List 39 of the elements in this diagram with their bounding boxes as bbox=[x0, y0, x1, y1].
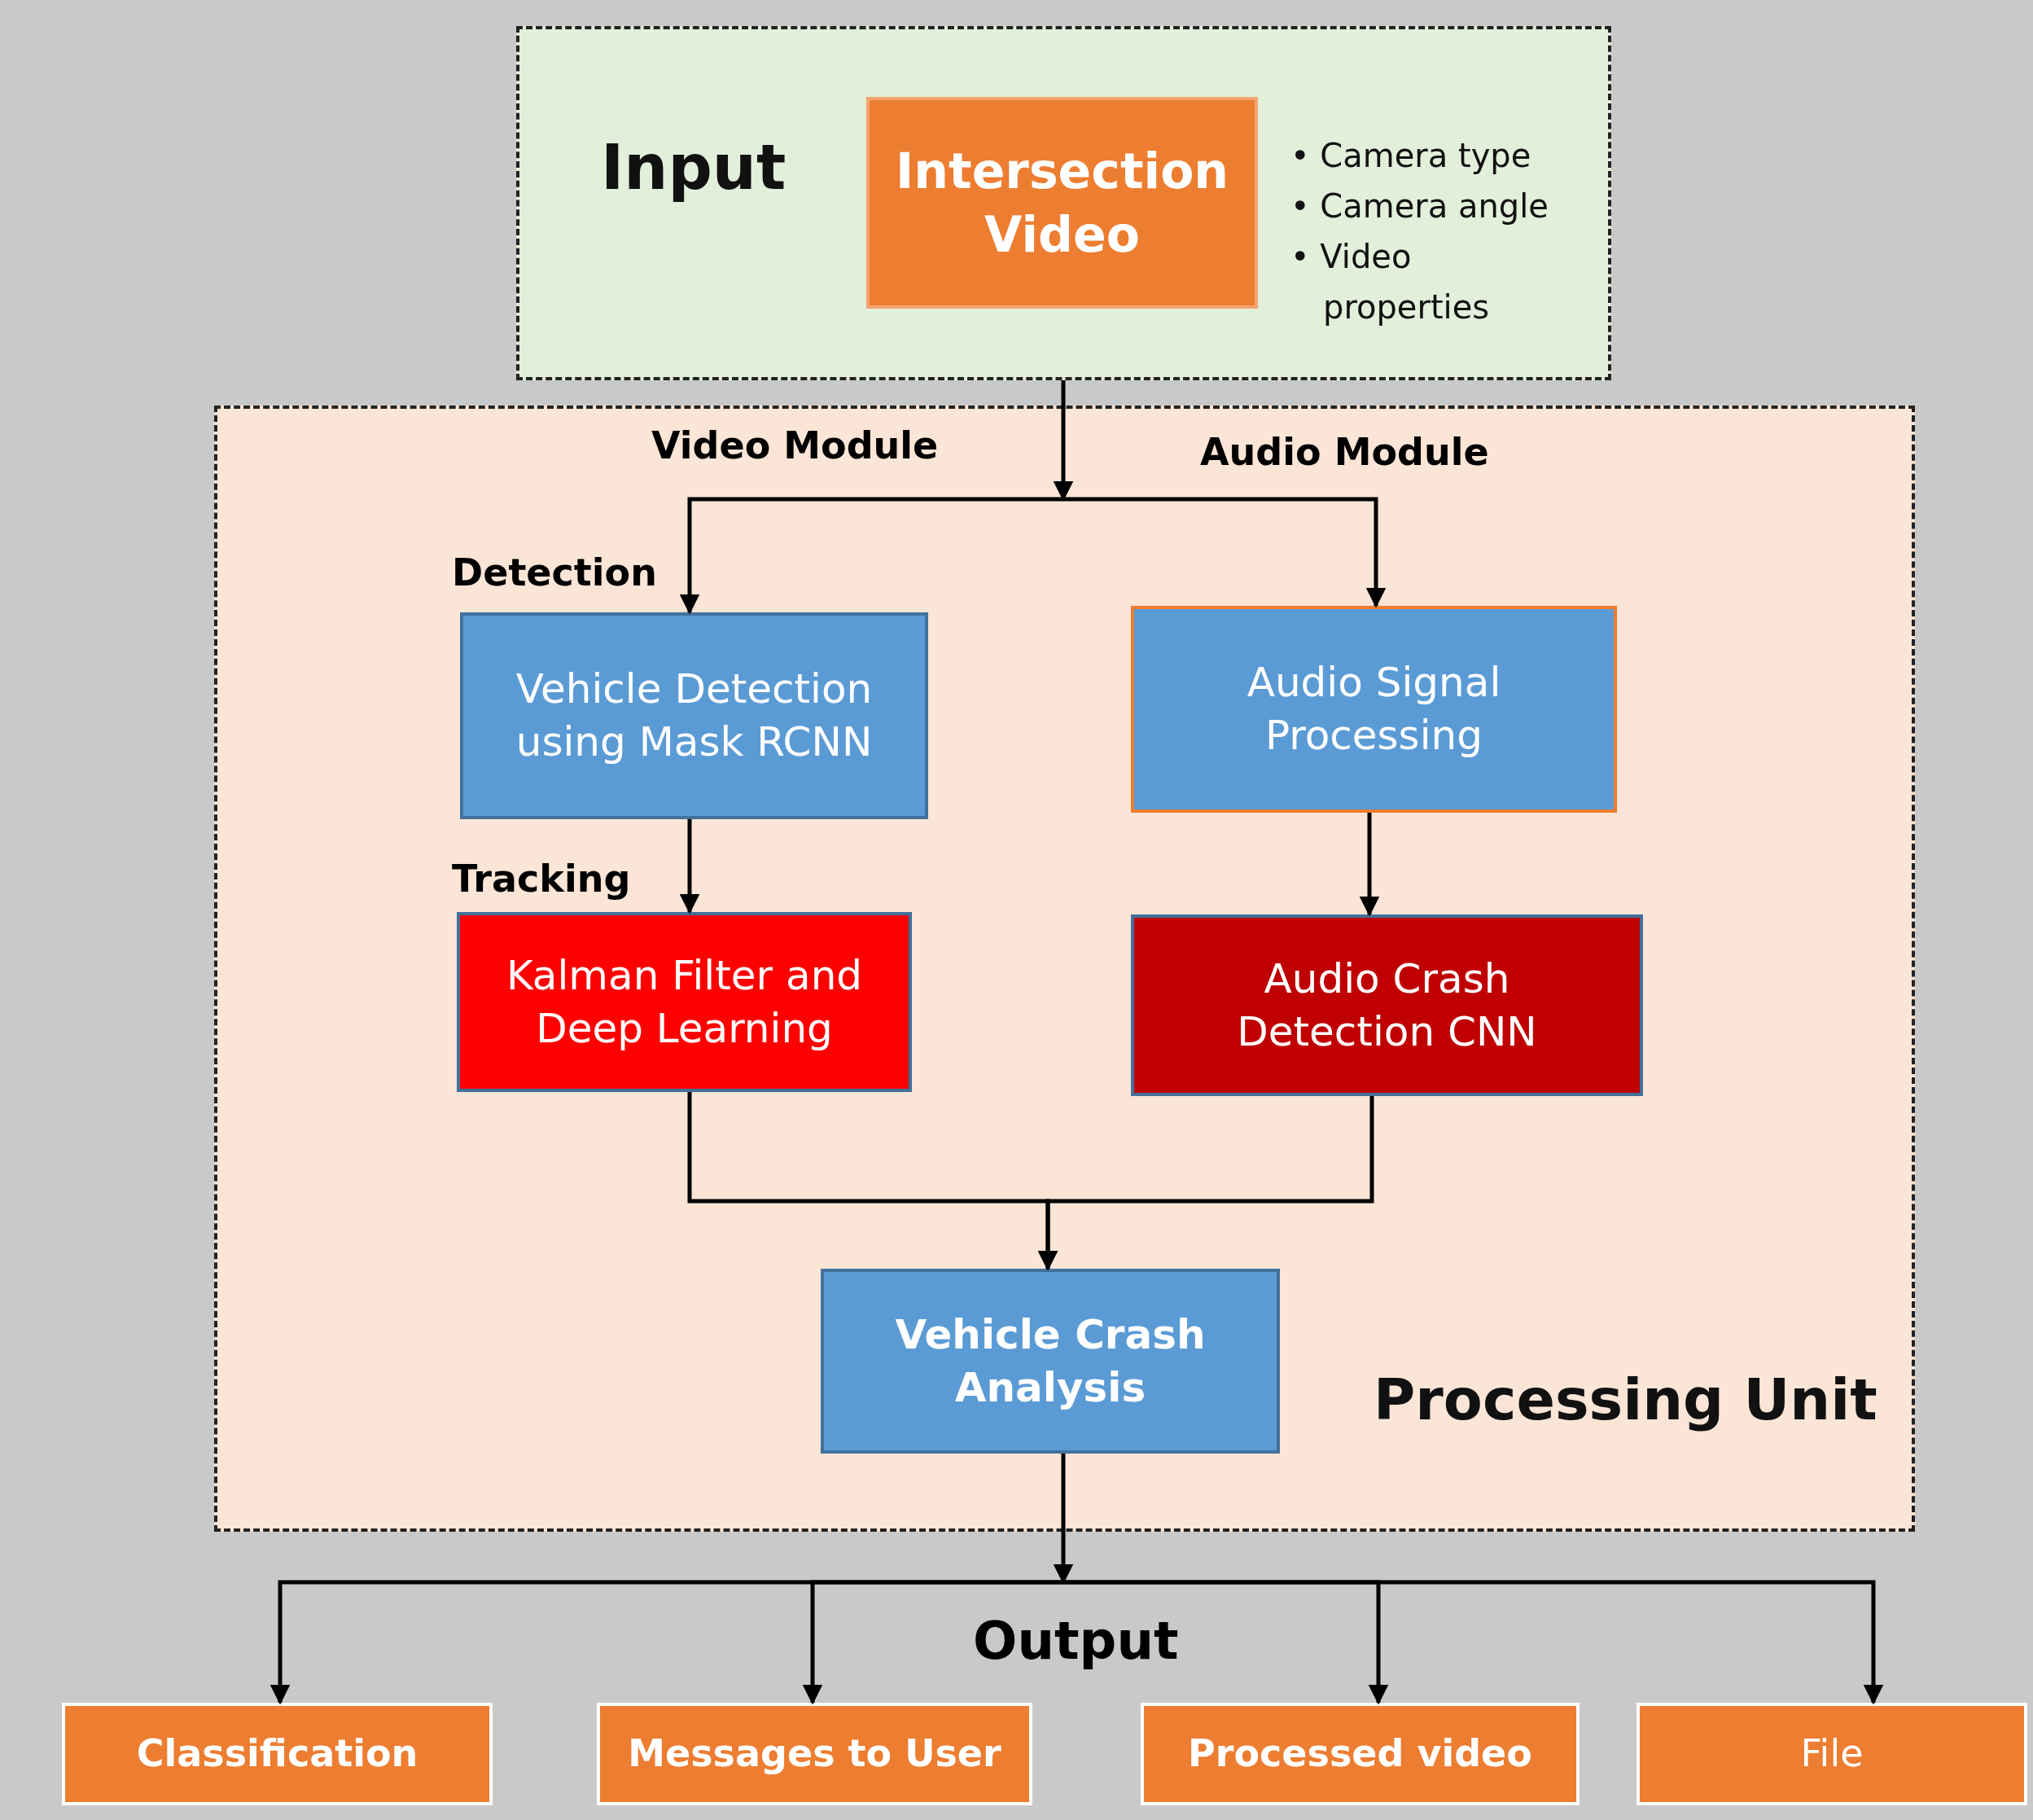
module-label: Audio Module bbox=[1200, 430, 1489, 474]
module-label: Video Module bbox=[651, 423, 939, 467]
input-panel bbox=[516, 26, 1611, 380]
box-label: Audio Signal Processing bbox=[1246, 658, 1502, 761]
process-box bbox=[457, 912, 912, 1092]
process-box bbox=[1131, 914, 1643, 1096]
box-label: Vehicle Detection using Mask RCNN bbox=[515, 664, 874, 767]
bullet-item: • Camera type bbox=[1290, 136, 1532, 176]
arrow bbox=[679, 819, 700, 914]
output-box bbox=[1636, 1703, 2027, 1805]
arrow bbox=[1359, 813, 1380, 917]
panel-title: Input bbox=[601, 131, 786, 204]
output-box bbox=[1141, 1703, 1580, 1805]
section-label: Output bbox=[973, 1611, 1179, 1671]
step-label: Detection bbox=[452, 550, 657, 594]
process-box bbox=[866, 97, 1258, 309]
box-label: Audio Crash Detection CNN bbox=[1236, 954, 1538, 1057]
step-label: Tracking bbox=[452, 857, 631, 901]
process-box bbox=[460, 612, 928, 819]
process-box bbox=[821, 1269, 1280, 1454]
process-box bbox=[1131, 606, 1617, 813]
arrow bbox=[1037, 1096, 1374, 1271]
arrow bbox=[679, 497, 1063, 615]
arrow bbox=[802, 1580, 1063, 1705]
box-label: Vehicle Crash Analysis bbox=[894, 1309, 1207, 1413]
arrow bbox=[1063, 1580, 1884, 1705]
box-label: File bbox=[1800, 1730, 1864, 1778]
bullet-item: • Camera angle bbox=[1290, 186, 1549, 226]
bullet-item: • Video properties bbox=[1290, 237, 1491, 327]
output-box bbox=[597, 1703, 1032, 1805]
box-label: Kalman Filter and Deep Learning bbox=[505, 950, 864, 1054]
box-label: Intersection Video bbox=[894, 142, 1230, 265]
processing-panel bbox=[214, 406, 1915, 1532]
output-box bbox=[62, 1703, 493, 1805]
box-label: Processed video bbox=[1188, 1730, 1532, 1778]
box-label: Messages to User bbox=[628, 1730, 1001, 1778]
arrow bbox=[1063, 497, 1387, 608]
box-label: Classification bbox=[136, 1730, 418, 1778]
panel-title: Processing Unit bbox=[1374, 1366, 1877, 1433]
